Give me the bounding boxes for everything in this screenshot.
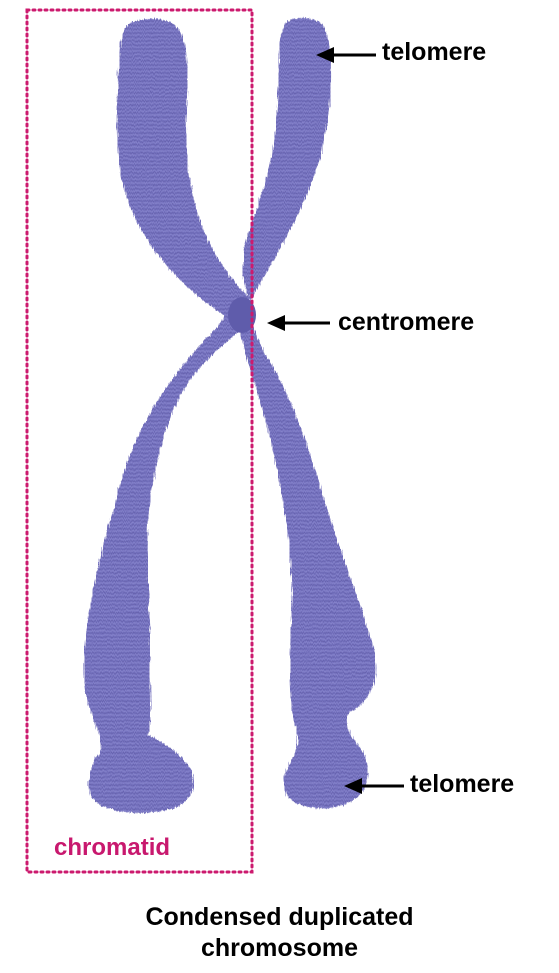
caption-line-1: Condensed duplicated <box>0 902 559 933</box>
caption-line-2: chromosome <box>0 933 559 964</box>
telomere-bottom-label: telomere <box>410 772 514 797</box>
right-chromatid-body <box>240 18 376 809</box>
left-chromatid-body <box>84 19 250 813</box>
diagram-caption: Condensed duplicated chromosome <box>0 902 559 964</box>
chromatid-label: chromatid <box>54 836 170 860</box>
arrow-centromere <box>267 315 330 331</box>
telomere-top-label: telomere <box>382 40 486 65</box>
right-chromatid <box>240 18 376 809</box>
centromere-label: centromere <box>338 310 474 335</box>
left-chromatid <box>84 19 250 813</box>
